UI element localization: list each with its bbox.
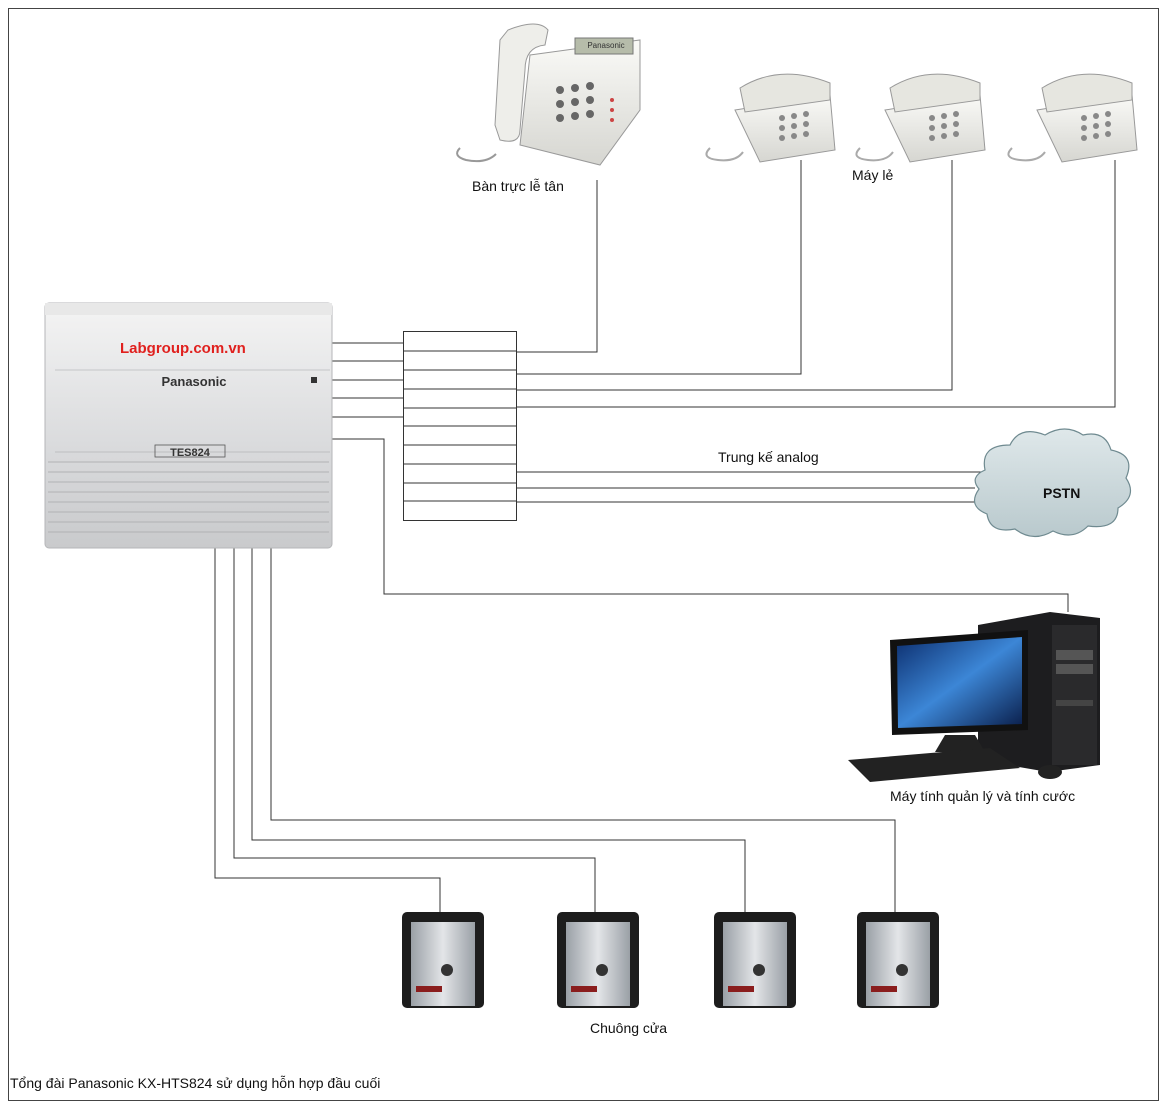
diagram-frame: [8, 8, 1159, 1101]
pstn-label: PSTN: [1043, 485, 1081, 501]
desk-phone-brand: Panasonic: [587, 41, 624, 50]
desk-phone-icon: Panasonic: [456, 23, 641, 166]
doorbells-label: Chuông cửa: [590, 1020, 668, 1036]
doorbell-icon: [714, 912, 796, 1008]
trunk-label: Trung kế analog: [718, 449, 819, 465]
doorbell-icon: [857, 912, 939, 1008]
analog-phone-icon: [1007, 73, 1138, 163]
pbx-watermark: Labgroup.com.vn: [120, 340, 246, 357]
diagram-caption: Tổng đài Panasonic KX-HTS824 sử dụng hỗn…: [10, 1075, 381, 1091]
cloud-icon: [973, 428, 1132, 538]
doorbell-icon: [402, 912, 484, 1008]
connection-lines: [214, 160, 1116, 912]
extensions-label: Máy lẻ: [852, 167, 894, 183]
pbx-model: TES824: [170, 447, 211, 459]
analog-phone-icon: [705, 73, 836, 163]
pbx-icon: [44, 302, 333, 549]
reception-phone-label: Bàn trực lễ tân: [472, 178, 564, 194]
analog-phone-icon: [855, 73, 986, 163]
pbx-brand: Panasonic: [161, 374, 226, 389]
doorbell-icon: [557, 912, 639, 1008]
computer-label: Máy tính quản lý và tính cước: [890, 788, 1076, 804]
computer-icon: [838, 612, 1106, 784]
